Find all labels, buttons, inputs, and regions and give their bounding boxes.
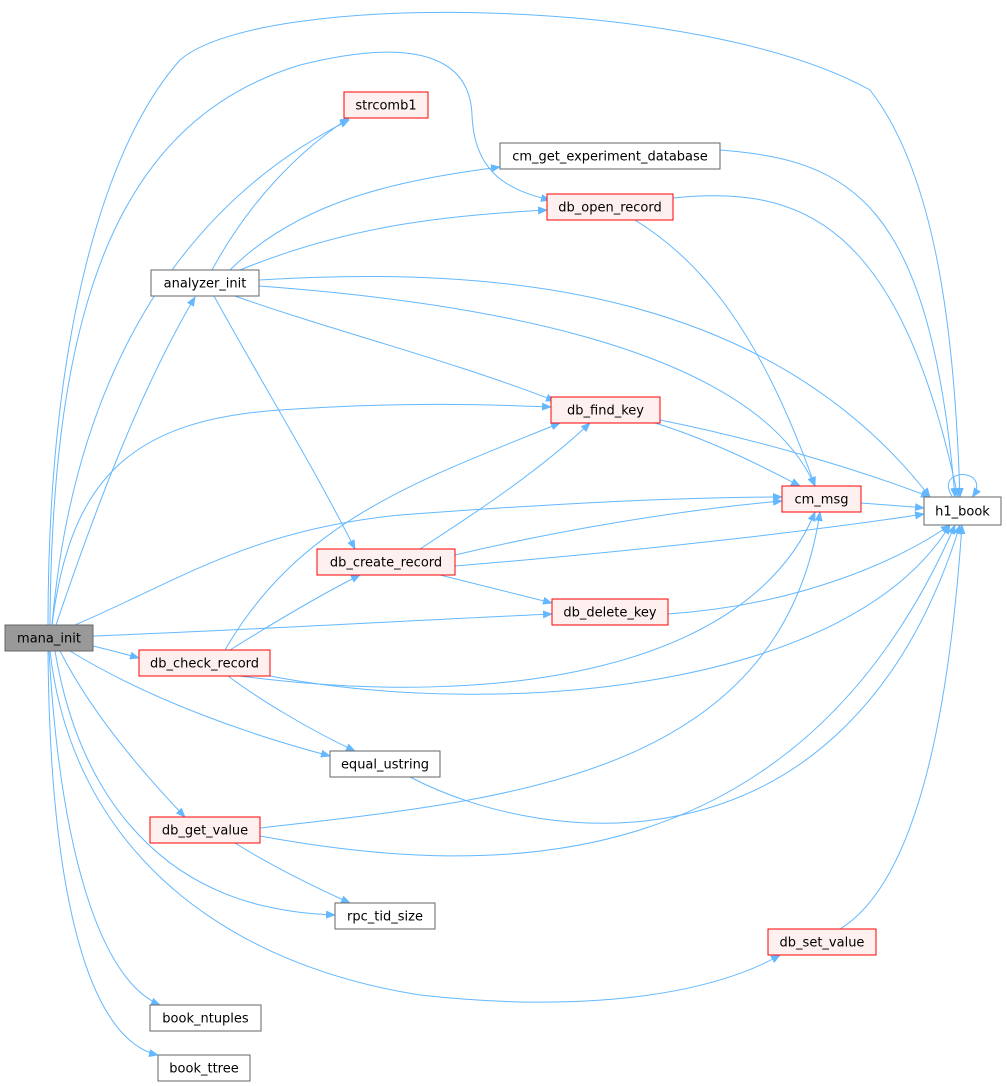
edge-db-open-record-to-cm-msg [634, 219, 816, 487]
node-box [138, 649, 271, 677]
node-equal-ustring[interactable]: equal_ustring [329, 750, 441, 778]
node-db-delete-key[interactable]: db_delete_key [551, 598, 669, 626]
node-mana-init[interactable]: mana_init [4, 624, 94, 652]
edge-db-check-record-to-h1-book [269, 524, 951, 695]
edge-analyzer-init-to-db-open-record [239, 206, 548, 271]
node-box [334, 902, 436, 930]
node-label: db_create_record [330, 556, 442, 571]
edge-db-check-record-to-db-create-record [229, 574, 361, 651]
node-label: strcomb1 [355, 99, 416, 114]
edge-db-delete-key-to-h1-book [667, 524, 951, 615]
edge-db-check-record-to-cm-msg [239, 511, 816, 688]
node-label: analyzer_init [164, 277, 247, 292]
node-box [551, 598, 669, 626]
edge-db-create-record-to-db-delete-key [439, 574, 553, 605]
node-box [546, 193, 674, 221]
edge-db-set-value-to-h1-book [839, 524, 966, 930]
edge-mana-init-to-rpc-tid-size [54, 650, 336, 919]
edge-h1-book-to-h1-book [947, 474, 981, 498]
node-box [550, 396, 661, 424]
edge-analyzer-init-to-h1-book [258, 275, 931, 498]
node-label: book_ttree [169, 1062, 238, 1077]
edge-db-check-record-to-db-find-key [224, 422, 561, 651]
edge-db-create-record-to-h1-book [454, 511, 925, 567]
node-label: db_open_record [558, 201, 661, 216]
edge-mana-init-to-db-set-value [49, 650, 781, 1003]
node-label: db_delete_key [563, 606, 657, 621]
node-db-check-record[interactable]: db_check_record [138, 649, 271, 677]
node-box [316, 548, 456, 576]
node-label: cm_msg [795, 493, 849, 508]
edge-mana-init-to-db-open-record [49, 51, 551, 626]
node-label: h1_book [935, 505, 990, 520]
node-rpc-tid-size[interactable]: rpc_tid_size [334, 902, 436, 930]
edge-db-get-value-to-rpc-tid-size [234, 842, 351, 904]
node-label: book_ntuples [162, 1012, 249, 1027]
node-label: db_find_key [567, 404, 644, 419]
node-box [150, 269, 260, 297]
node-box [923, 496, 1002, 526]
node-box [781, 485, 862, 513]
node-box [149, 816, 261, 844]
node-label: rpc_tid_size [347, 910, 423, 925]
edge-mana-init-to-db-get-value [59, 650, 186, 818]
edge-mana-init-to-equal-ustring [69, 650, 331, 758]
edge-analyzer-init-to-cm-msg [258, 285, 816, 487]
edge-mana-init-to-strcomb1 [51, 119, 350, 626]
edge-mana-init-to-cm-msg [74, 493, 783, 626]
node-box [343, 91, 429, 119]
edges-layer [47, 12, 981, 1057]
edge-analyzer-init-to-db-find-key [234, 295, 556, 402]
node-box [767, 928, 877, 956]
edge-analyzer-init-to-strcomb1 [211, 117, 350, 271]
edge-mana-init-to-h1-book [47, 12, 964, 626]
edge-mana-init-to-analyzer-init [55, 296, 196, 626]
node-label: cm_get_experiment_database [512, 150, 708, 165]
node-cm-get-experiment-database[interactable]: cm_get_experiment_database [499, 142, 721, 170]
edge-mana-init-to-book-ttree [47, 650, 159, 1057]
edge-mana-init-to-db-find-key [51, 402, 552, 626]
node-box [499, 142, 721, 170]
edge-equal-ustring-to-h1-book [409, 524, 962, 824]
edge-cm-get-experiment-database-to-h1-book [719, 149, 959, 498]
node-box [157, 1054, 251, 1082]
node-book-ttree[interactable]: book_ttree [157, 1054, 251, 1082]
node-label: mana_init [17, 632, 81, 647]
edge-mana-init-to-db-delete-key [92, 610, 553, 637]
node-h1-book[interactable]: h1_book [923, 496, 1002, 526]
edge-db-get-value-to-cm-msg [259, 511, 823, 829]
edge-db-find-key-to-cm-msg [654, 422, 801, 487]
node-db-create-record[interactable]: db_create_record [316, 548, 456, 576]
node-box [329, 750, 441, 778]
edge-mana-init-to-book-ntuples [48, 650, 161, 1006]
edge-analyzer-init-to-db-create-record [213, 295, 356, 550]
edge-mana-init-to-db-check-record [92, 645, 140, 660]
node-box [149, 1004, 262, 1032]
node-box [4, 624, 94, 652]
edge-db-get-value-to-h1-book [259, 524, 956, 857]
node-label: equal_ustring [341, 758, 429, 773]
node-cm-msg[interactable]: cm_msg [781, 485, 862, 513]
edge-cm-msg-to-h1-book [860, 502, 925, 512]
node-db-open-record[interactable]: db_open_record [546, 193, 674, 221]
node-analyzer-init[interactable]: analyzer_init [150, 269, 260, 297]
node-book-ntuples[interactable]: book_ntuples [149, 1004, 262, 1032]
node-strcomb1[interactable]: strcomb1 [343, 91, 429, 119]
edge-db-create-record-to-db-find-key [419, 422, 591, 550]
nodes-layer: mana_init analyzer_init strcomb1 cm_get_exp… [4, 91, 1002, 1082]
node-db-get-value[interactable]: db_get_value [149, 816, 261, 844]
edge-analyzer-init-to-cm-get-experiment-database [229, 164, 501, 271]
node-db-find-key[interactable]: db_find_key [550, 396, 661, 424]
edge-db-check-record-to-equal-ustring [227, 675, 356, 752]
node-label: db_get_value [162, 824, 248, 839]
node-label: db_check_record [150, 657, 259, 672]
node-db-set-value[interactable]: db_set_value [767, 928, 877, 956]
edge-db-find-key-to-h1-book [659, 419, 931, 498]
edge-db-open-record-to-h1-book [672, 195, 961, 498]
node-label: db_set_value [780, 936, 865, 951]
edge-db-create-record-to-cm-msg [454, 497, 783, 556]
